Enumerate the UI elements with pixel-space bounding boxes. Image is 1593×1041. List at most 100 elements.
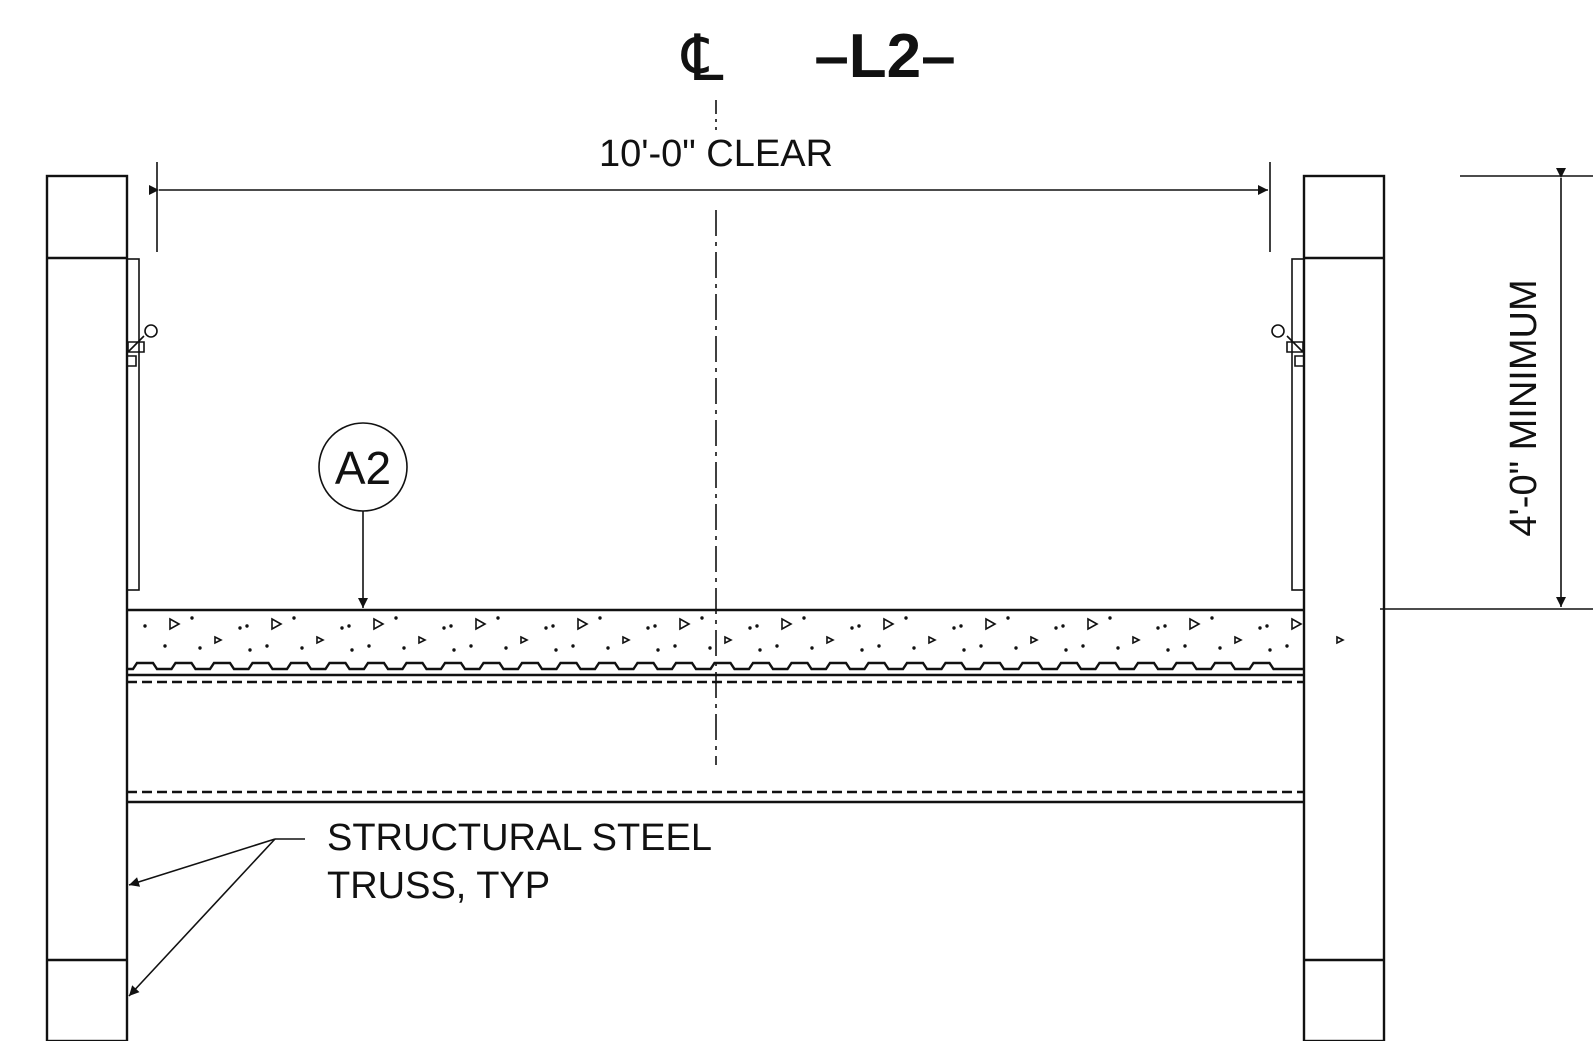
aggregate-mark (883, 617, 895, 631)
aggregate-mark (271, 617, 283, 631)
concrete-deck (127, 608, 1345, 677)
aggregate-dot (860, 648, 864, 652)
aggregate-dot (190, 616, 194, 620)
railing-panel-left (126, 258, 140, 591)
aggregate-dot (653, 624, 657, 628)
aggregate-dot (700, 616, 704, 620)
aggregate-dot (449, 624, 453, 628)
truss-note-line1: STRUCTURAL STEEL (327, 817, 712, 859)
aggregate-dot (1061, 624, 1065, 628)
aggregate-dot (1210, 616, 1214, 620)
aggregate-dot (1006, 616, 1010, 620)
aggregate-dot (163, 644, 167, 648)
railing-clip-right (1271, 324, 1304, 367)
truss-note-line2: TRUSS, TYP (327, 865, 550, 907)
aggregate-dot (1183, 644, 1187, 648)
aggregate-dot (979, 644, 983, 648)
aggregate-dot (1116, 646, 1120, 650)
aggregate-dot (1156, 626, 1160, 630)
aggregate-dot (646, 626, 650, 630)
aggregate-dot (1163, 624, 1167, 628)
aggregate-dot (238, 626, 242, 630)
aggregate-mark (781, 617, 793, 631)
aggregate-dot (504, 646, 508, 650)
aggregate-mark (1189, 617, 1201, 631)
aggregate-mark (1291, 617, 1303, 631)
aggregate-dot (748, 626, 752, 630)
aggregate-dot (1064, 648, 1068, 652)
truss-note-leader-1 (128, 838, 276, 887)
aggregate-dot (904, 616, 908, 620)
aggregate-mark (577, 617, 589, 631)
aggregate-mark (520, 635, 529, 645)
aggregate-dot (452, 648, 456, 652)
truss-post-left (45, 174, 129, 1041)
centerline-symbol: ℄ (680, 22, 723, 96)
aggregate-dot (554, 648, 558, 652)
aggregate-dot (340, 626, 344, 630)
centerline-line-label: –L2– (814, 22, 955, 91)
aggregate-dot (598, 616, 602, 620)
aggregate-dot (673, 644, 677, 648)
aggregate-dot (571, 644, 575, 648)
aggregate-dot (402, 646, 406, 650)
aggregate-mark (1132, 635, 1141, 645)
callout-a2-tag: A2 (335, 442, 391, 494)
aggregate-mark (475, 617, 487, 631)
aggregate-mark (316, 635, 325, 645)
truss-note-leader-2 (128, 838, 276, 997)
aggregate-dot (1166, 648, 1170, 652)
aggregate-mark (622, 635, 631, 645)
aggregate-dot (1108, 616, 1112, 620)
aggregate-mark (418, 635, 427, 645)
aggregate-mark (373, 617, 385, 631)
aggregate-dot (606, 646, 610, 650)
min-height-label: 4'-0" MINIMUM (1503, 279, 1545, 536)
aggregate-dot (758, 648, 762, 652)
aggregate-dot (775, 644, 779, 648)
aggregate-dot (442, 626, 446, 630)
clear-width-label: 10'-0" CLEAR (599, 133, 833, 175)
aggregate-mark (1336, 635, 1345, 645)
aggregate-dot (850, 626, 854, 630)
aggregate-dot (1265, 624, 1269, 628)
aggregate-dot (394, 616, 398, 620)
aggregate-dot (367, 644, 371, 648)
aggregate-mark (169, 617, 181, 631)
aggregate-dot (1258, 626, 1262, 630)
aggregate-dot (265, 644, 269, 648)
aggregate-dot (350, 648, 354, 652)
aggregate-dot (245, 624, 249, 628)
aggregate-dot (708, 646, 712, 650)
aggregate-mark (214, 635, 223, 645)
aggregate-mark (724, 635, 733, 645)
aggregate-dot (347, 624, 351, 628)
aggregate-dot (810, 646, 814, 650)
aggregate-dot (1268, 648, 1272, 652)
aggregate-dot (248, 648, 252, 652)
aggregate-mark (679, 617, 691, 631)
aggregate-dot (1285, 644, 1289, 648)
aggregate-mark (985, 617, 997, 631)
aggregate-mark (928, 635, 937, 645)
aggregate-dot (1081, 644, 1085, 648)
truss-post-right (1302, 174, 1386, 1041)
aggregate-dot (959, 624, 963, 628)
aggregate-dot (544, 626, 548, 630)
aggregate-dot (962, 648, 966, 652)
aggregate-dot (656, 648, 660, 652)
aggregate-mark (1234, 635, 1243, 645)
aggregate-dot (1054, 626, 1058, 630)
railing-panel-right (1291, 258, 1305, 591)
aggregate-dot (802, 616, 806, 620)
aggregate-mark (1087, 617, 1099, 631)
aggregate-dot (300, 646, 304, 650)
aggregate-dot (857, 624, 861, 628)
aggregate-dot (551, 624, 555, 628)
aggregate-dot (198, 646, 202, 650)
metal-deck-profile (127, 661, 1304, 671)
aggregate-dot (952, 626, 956, 630)
railing-clip-left (127, 324, 158, 367)
aggregate-dot (877, 644, 881, 648)
